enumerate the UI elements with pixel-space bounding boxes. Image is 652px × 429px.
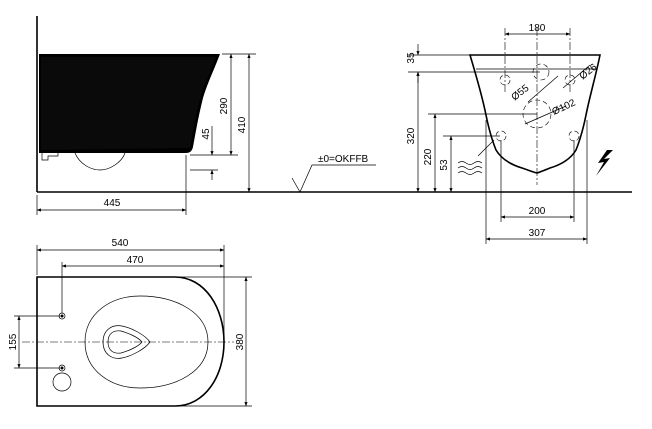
dim-d102: Ø102	[551, 97, 578, 117]
floor-label: ±0=OKFFB	[318, 154, 369, 165]
dim-53: 53	[439, 159, 450, 171]
floor-level-symbol	[291, 164, 376, 193]
side-view: 445 410 290 45 ±0=OKFFB	[36, 16, 632, 215]
top-view: 540 470 155 380	[8, 238, 252, 407]
electricity-icon	[596, 150, 613, 176]
bowl-trap	[74, 152, 126, 171]
front-view: 180 Ø55 Ø26 Ø102 35 320 220 53	[406, 23, 613, 244]
dim-35: 35	[406, 52, 417, 64]
dim-45: 45	[201, 128, 212, 140]
dim-d55: Ø55	[510, 83, 532, 104]
circle-right-bottom	[568, 130, 580, 142]
toilet-side-body	[39, 54, 220, 153]
water-supply-icon	[457, 139, 495, 175]
dim-290: 290	[219, 97, 230, 114]
dim-200: 200	[529, 206, 546, 217]
dim-d26: Ø26	[578, 62, 600, 83]
dim-380: 380	[235, 333, 246, 350]
dim-410: 410	[237, 116, 248, 133]
dim-155: 155	[8, 333, 19, 350]
circle-left-bottom	[495, 130, 507, 142]
dim-180: 180	[529, 23, 546, 34]
circle-left-top	[499, 74, 511, 86]
circle-right-top	[564, 74, 576, 86]
dim-220: 220	[423, 148, 434, 165]
outlet-pipe	[41, 152, 59, 161]
dim-470: 470	[127, 255, 144, 266]
dim-320: 320	[406, 127, 417, 144]
dim-445: 445	[104, 198, 121, 209]
dim-540: 540	[112, 238, 129, 249]
supply-hole	[52, 372, 72, 392]
dim-307: 307	[529, 228, 546, 239]
